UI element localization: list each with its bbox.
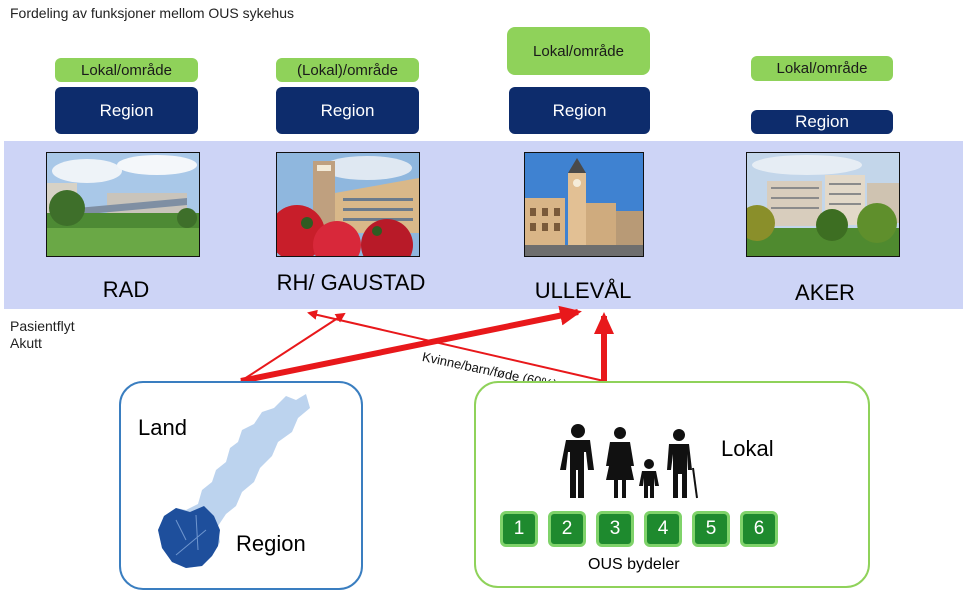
rad-region-label: Region xyxy=(55,87,198,134)
flow-label: Pasientflyt Akutt xyxy=(10,318,75,352)
rad-local-label: Lokal/område xyxy=(55,58,198,82)
rh-photo xyxy=(276,152,420,257)
flow-label-line2: Akutt xyxy=(10,335,42,351)
rad-name: RAD xyxy=(102,277,150,302)
district-5: 5 xyxy=(692,511,730,547)
aker-photo xyxy=(746,152,900,257)
arrow-land-to-ulleval xyxy=(240,305,582,384)
ulleval-name: ULLEVÅL xyxy=(534,278,632,303)
flow-label-line1: Pasientflyt xyxy=(10,318,75,334)
district-4: 4 xyxy=(644,511,682,547)
lokal-box xyxy=(474,381,870,588)
ulleval-local-label: Lokal/område xyxy=(507,27,650,75)
rad-photo xyxy=(46,152,200,257)
arrow-land-to-rh xyxy=(240,312,346,382)
rh-local-label: (Lokal)/område xyxy=(276,58,419,82)
ulleval-region-label: Region xyxy=(509,87,650,134)
lokal-label: Lokal xyxy=(721,436,774,461)
districts-label: OUS bydeler xyxy=(588,556,680,573)
ulleval-photo xyxy=(524,152,644,257)
page-title: Fordeling av funksjoner mellom OUS sykeh… xyxy=(10,5,295,21)
land-box-region-label: Region xyxy=(236,531,306,556)
district-2: 2 xyxy=(548,511,586,547)
family-icon xyxy=(560,424,698,499)
district-6: 6 xyxy=(740,511,778,547)
district-3: 3 xyxy=(596,511,634,547)
land-label: Land xyxy=(138,415,187,440)
norway-map-icon xyxy=(158,394,310,568)
aker-name: AKER xyxy=(795,280,855,305)
district-1: 1 xyxy=(500,511,538,547)
aker-region-label: Region xyxy=(751,110,893,134)
rh-name: RH/ GAUSTAD xyxy=(276,270,426,295)
rh-region-label: Region xyxy=(276,87,419,134)
aker-local-label: Lokal/område xyxy=(751,56,893,81)
arrow-lokal-to-rh xyxy=(307,309,605,382)
